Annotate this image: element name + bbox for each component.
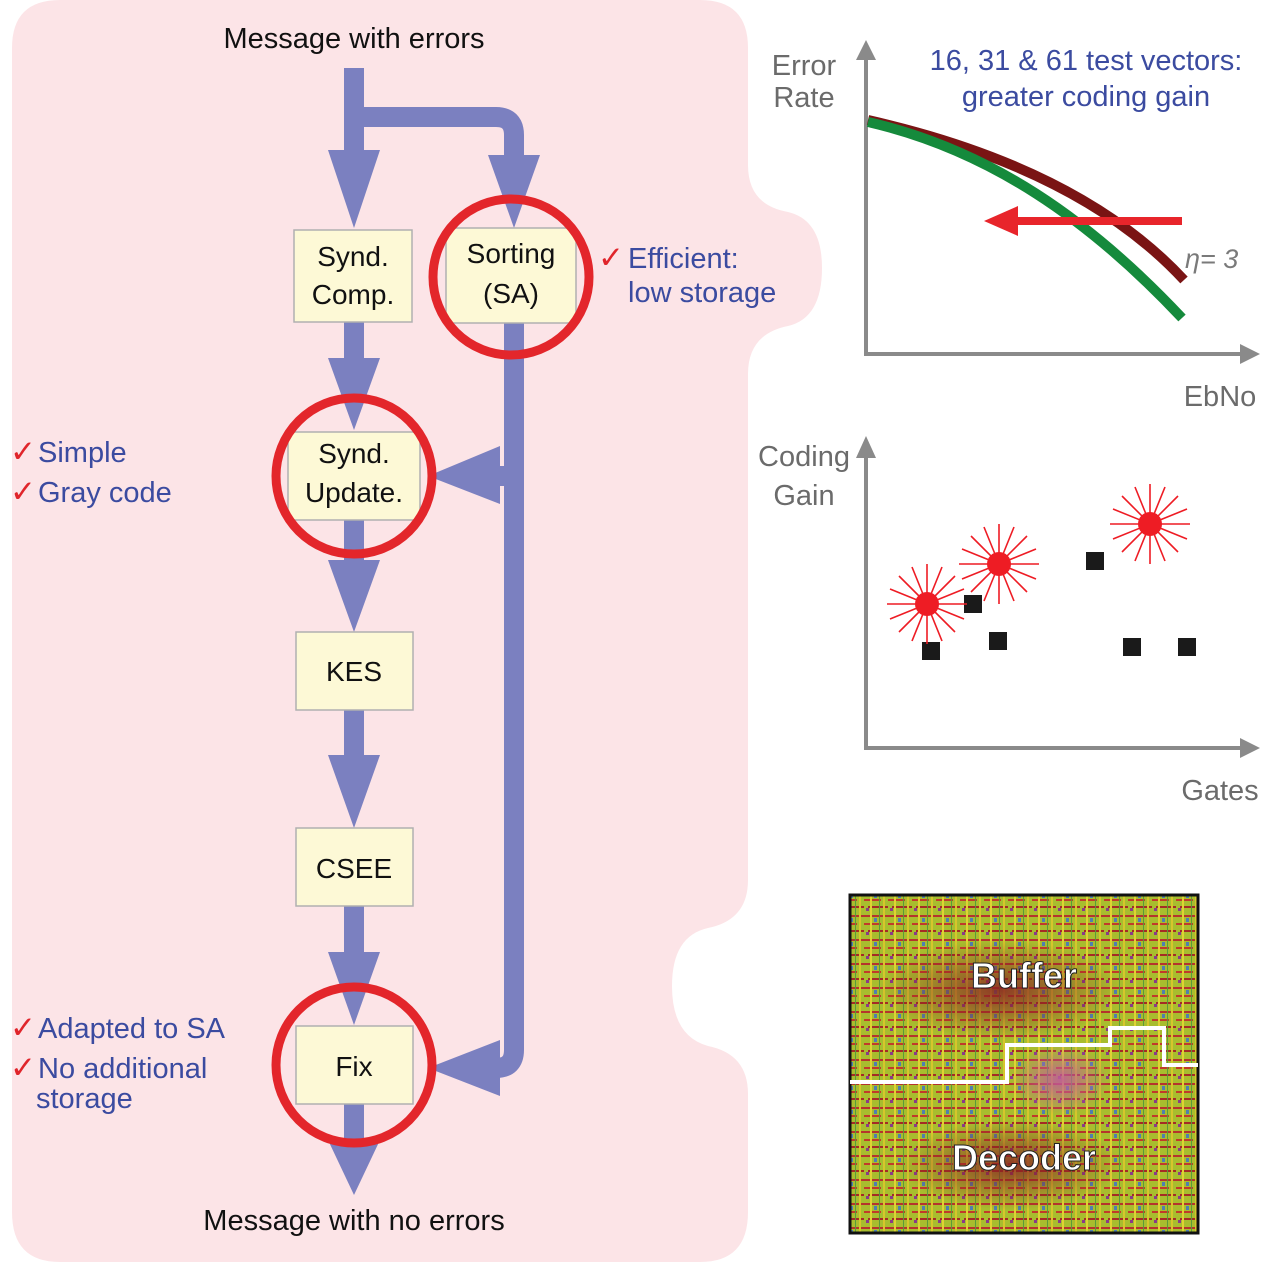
gain-y-arrowhead — [856, 436, 876, 458]
trunk-csee-fix — [344, 905, 364, 965]
block-synd-comp: Synd. Comp. — [293, 229, 413, 323]
chip-layout: Buffer Decoder — [848, 893, 1200, 1235]
note-fix-line2: No additional — [38, 1053, 207, 1085]
highlight-ring-synd-update — [271, 393, 437, 559]
chip-buffer-label: Buffer — [971, 955, 1077, 996]
chip-hotspot-mid — [1010, 1045, 1110, 1115]
square-marker — [1123, 638, 1141, 656]
output-label: Message with no errors — [203, 1205, 504, 1237]
arrowhead-into-synd-update — [428, 446, 500, 504]
note-synd-update-line1: Simple — [38, 437, 127, 469]
arrowhead-to-csee — [328, 755, 380, 828]
square-marker — [989, 632, 1007, 650]
black-square-markers — [922, 552, 1196, 660]
arrowhead-to-sorting — [488, 155, 540, 228]
error-rate-chart: Error Rate EbNo 16, 31 & 61 test vectors… — [772, 40, 1260, 413]
chip-decoder-label: Decoder — [952, 1137, 1096, 1178]
block-synd-update: Synd. Update. — [287, 431, 421, 521]
block-synd-update-line2: Update. — [305, 477, 403, 508]
error-annotation-line2: greater coding gain — [962, 81, 1210, 113]
error-x-arrowhead — [1240, 344, 1260, 364]
square-marker — [1086, 552, 1104, 570]
gain-xlabel: Gates — [1181, 775, 1258, 807]
error-curve-baseline — [866, 115, 1188, 284]
flow-panel-background — [12, 0, 822, 1262]
chip-hotspot-top — [880, 940, 1120, 1040]
block-csee-label: CSEE — [316, 853, 392, 884]
gain-x-arrowhead — [1240, 738, 1260, 758]
note-synd-update: ✓ Simple ✓ Gray code — [10, 434, 172, 509]
note-synd-update-line2: Gray code — [38, 477, 172, 509]
arrowhead-to-kes — [328, 560, 380, 632]
coding-gain-arrowhead — [984, 206, 1018, 236]
highlight-ring-fix — [271, 982, 437, 1148]
star-marker-3 — [1110, 484, 1190, 564]
error-ylabel-line1: Error — [772, 50, 837, 82]
note-sorting: ✓ Efficient: low storage — [598, 240, 776, 309]
block-synd-comp-line2: Comp. — [312, 279, 394, 310]
block-kes: KES — [295, 631, 414, 711]
gain-ylabel-line2: Gain — [773, 480, 834, 512]
check-icon: ✓ — [10, 434, 36, 469]
error-xlabel: EbNo — [1184, 381, 1257, 413]
note-fix: ✓ Adapted to SA ✓ No additional storage — [10, 1010, 226, 1115]
trunk-fix-out — [344, 1100, 364, 1150]
check-icon: ✓ — [10, 1010, 36, 1045]
arrowhead-into-fix — [428, 1040, 500, 1096]
check-icon: ✓ — [10, 474, 36, 509]
error-ylabel-line2: Rate — [773, 82, 834, 114]
block-sorting: Sorting (SA) — [445, 227, 577, 324]
chip-partition-line — [850, 1026, 1198, 1084]
trunk-comp-update — [344, 320, 364, 370]
block-csee: CSEE — [295, 827, 414, 907]
branch-to-sorting — [354, 107, 524, 170]
square-marker — [1178, 638, 1196, 656]
chip-hotspot-low — [900, 1120, 1120, 1210]
gain-ylabel-line1: Coding — [758, 441, 850, 473]
block-sorting-line2: (SA) — [483, 278, 539, 309]
check-icon: ✓ — [10, 1050, 36, 1085]
error-y-arrowhead — [856, 40, 876, 60]
block-kes-label: KES — [326, 656, 382, 687]
coding-gain-chart: Coding Gain Gates — [758, 436, 1260, 807]
note-fix-line1: Adapted to SA — [38, 1013, 226, 1045]
error-annotation-line1: 16, 31 & 61 test vectors: — [930, 45, 1243, 77]
star-marker-2 — [959, 524, 1039, 604]
block-sorting-line1: Sorting — [467, 238, 556, 269]
note-sorting-line2: low storage — [628, 277, 776, 309]
error-curve-improved — [866, 117, 1186, 322]
arrowhead-to-synd-comp — [328, 150, 380, 228]
block-fix-label: Fix — [335, 1051, 372, 1082]
arrowhead-to-output — [328, 1140, 380, 1195]
block-fix: Fix — [295, 1025, 414, 1105]
note-sorting-line1: Efficient: — [628, 243, 739, 275]
highlight-ring-sorting — [428, 194, 594, 360]
star-marker-1 — [887, 564, 967, 644]
check-icon: ✓ — [598, 240, 624, 275]
square-marker — [964, 595, 982, 613]
flow-arrows — [328, 68, 540, 1195]
block-synd-update-line1: Synd. — [318, 438, 390, 469]
square-marker — [922, 642, 940, 660]
trunk-kes-csee — [344, 708, 364, 768]
input-label: Message with errors — [223, 23, 484, 55]
note-fix-line3: storage — [36, 1083, 133, 1115]
error-curve-label: η= 3 — [1185, 244, 1238, 274]
block-synd-comp-line1: Synd. — [317, 241, 389, 272]
